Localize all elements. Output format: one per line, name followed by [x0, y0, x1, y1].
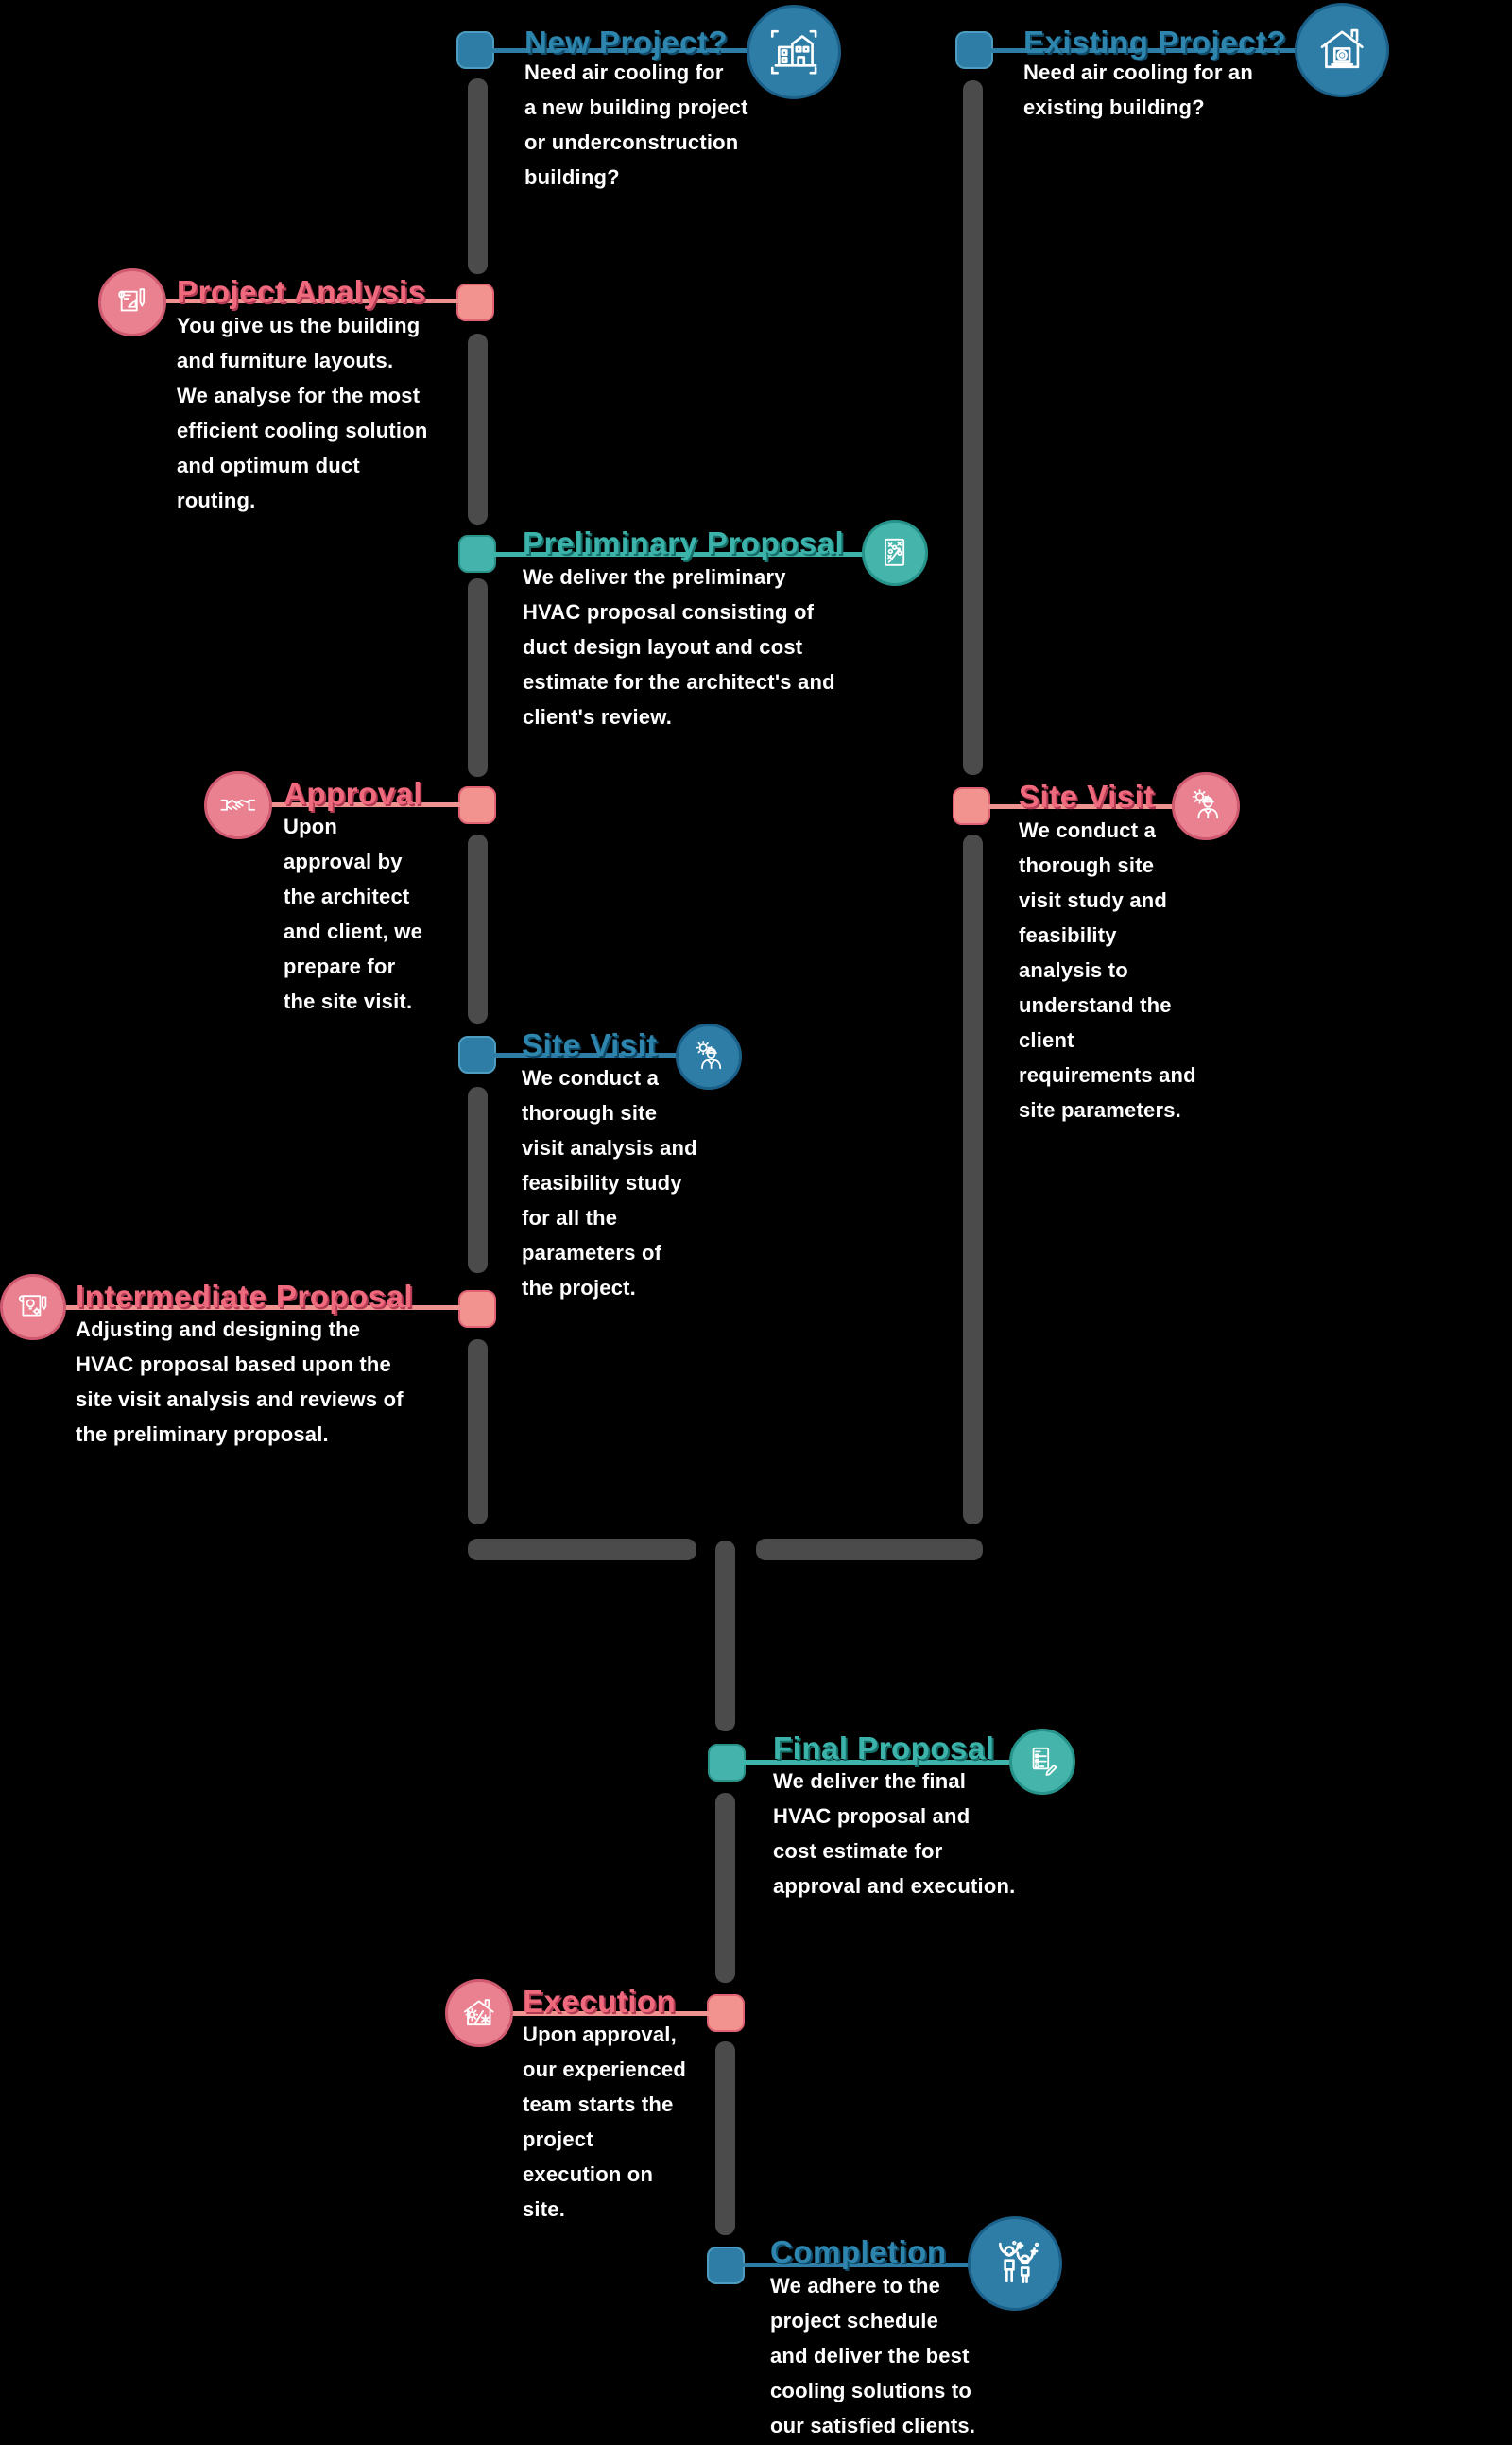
checklist-signature-icon: [1009, 1729, 1075, 1795]
connector-line: [741, 1760, 1013, 1765]
step-title: Site Visit: [522, 1027, 658, 1063]
step-title: Site Visit: [1019, 779, 1155, 815]
handshake-icon: [204, 771, 272, 839]
building-blueprint-icon: [747, 5, 841, 99]
site-engineer-icon: [676, 1024, 742, 1090]
step-description: Upon approval, our experienced team star…: [523, 2023, 686, 2221]
step-description: Need air cooling for a new building proj…: [524, 60, 748, 189]
timeline-node: [458, 1036, 496, 1074]
rail-merge-right: [756, 1539, 983, 1560]
rail-left-seg-3: [468, 578, 488, 777]
strategy-plan-icon: [862, 520, 928, 586]
timeline-node: [708, 1744, 746, 1782]
connector-line: [491, 552, 865, 557]
rail-left-seg-2: [468, 334, 488, 525]
step-description: We conduct a thorough site visit analysi…: [522, 1066, 697, 1300]
step-title: Existing Project?: [1023, 25, 1287, 60]
connector-line: [510, 2011, 711, 2016]
timeline-node: [707, 2247, 745, 2284]
connector-line: [62, 1305, 461, 1310]
rail-center-seg-2: [715, 1793, 735, 1983]
step-description: Upon approval by the architect and clien…: [284, 815, 423, 1013]
rail-right-seg-2: [963, 835, 983, 1524]
step-description: We deliver the preliminary HVAC proposal…: [523, 565, 835, 729]
timeline-node: [953, 787, 990, 825]
rail-left-seg-1: [468, 78, 488, 274]
timeline-node: [955, 31, 993, 69]
step-title: Preliminary Proposal: [523, 525, 845, 561]
step-title: Completion: [770, 2234, 947, 2270]
scroll-idea-icon: [0, 1274, 66, 1340]
connector-line: [491, 48, 756, 53]
step-title: Final Proposal: [773, 1730, 995, 1766]
timeline-node: [458, 535, 496, 573]
blueprint-tools-icon: [98, 268, 166, 336]
connector-line: [741, 2263, 971, 2267]
connector-line: [988, 804, 1177, 809]
connector-line: [990, 48, 1302, 53]
timeline-node: [458, 1290, 496, 1328]
connector-line: [268, 802, 462, 807]
rail-left-seg-5: [468, 1087, 488, 1273]
step-description: We conduct a thorough site visit study a…: [1019, 818, 1196, 1122]
step-title: New Project?: [524, 25, 729, 60]
step-description: Adjusting and designing the HVAC proposa…: [76, 1317, 404, 1446]
house-hvac-icon: [445, 1979, 513, 2047]
rail-right-seg-1: [963, 80, 983, 775]
connector-line: [493, 1053, 679, 1058]
site-engineer-icon: [1172, 772, 1240, 840]
step-description: We deliver the final HVAC proposal and c…: [773, 1769, 1016, 1898]
rail-left-seg-4: [468, 835, 488, 1024]
timeline-node: [707, 1994, 745, 2032]
rail-center-seg-1: [715, 1541, 735, 1731]
timeline-node: [456, 284, 494, 321]
step-description: We adhere to the project schedule and de…: [770, 2274, 976, 2437]
step-title: Intermediate Proposal: [76, 1279, 414, 1315]
step-title: Project Analysis: [177, 274, 426, 310]
house-ac-icon: [1295, 3, 1389, 97]
step-description: You give us the building and furniture l…: [177, 314, 428, 512]
rail-left-seg-6: [468, 1339, 488, 1524]
celebration-icon: [968, 2216, 1062, 2311]
step-title: Approval: [284, 776, 423, 812]
timeline-node: [456, 31, 494, 69]
rail-center-seg-3: [715, 2041, 735, 2235]
connector-line: [163, 299, 460, 303]
rail-merge-left: [468, 1539, 696, 1560]
step-title: Execution: [523, 1984, 677, 2020]
timeline-node: [458, 786, 496, 824]
step-description: Need air cooling for an existing buildin…: [1023, 60, 1253, 119]
